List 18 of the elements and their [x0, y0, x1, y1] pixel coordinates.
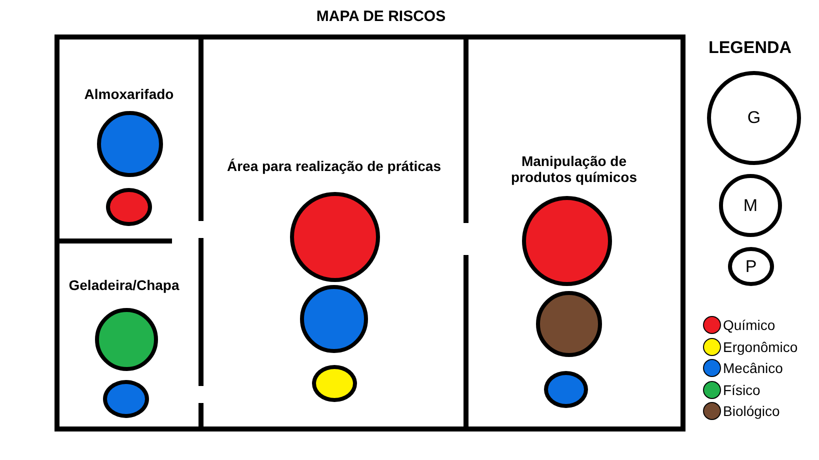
- size-large-circle: G: [707, 71, 801, 165]
- room-label: Geladeira/Chapa: [68, 277, 180, 293]
- legend-label: Biológico: [723, 402, 780, 420]
- legend-label: Químico: [723, 316, 776, 334]
- legend-heading: LEGENDA: [707, 38, 793, 58]
- risk-circle: [106, 188, 152, 226]
- legend-label: Físico: [723, 380, 760, 398]
- risk-circle: [312, 365, 357, 402]
- map-title: MAPA DE RISCOS: [315, 8, 447, 25]
- room-label: Almoxarifado: [83, 86, 175, 102]
- size-medium-circle: M: [719, 174, 782, 237]
- size-small-circle: P: [728, 247, 774, 286]
- room-label: Área para realização de práticas: [226, 158, 442, 174]
- legend-label: Ergonômico: [723, 338, 798, 356]
- legend-label: Mecânico: [723, 359, 783, 377]
- risk-circle: [103, 380, 149, 418]
- risk-circle: [544, 371, 588, 408]
- room-label: Manipulação de produtos químicos: [510, 153, 638, 185]
